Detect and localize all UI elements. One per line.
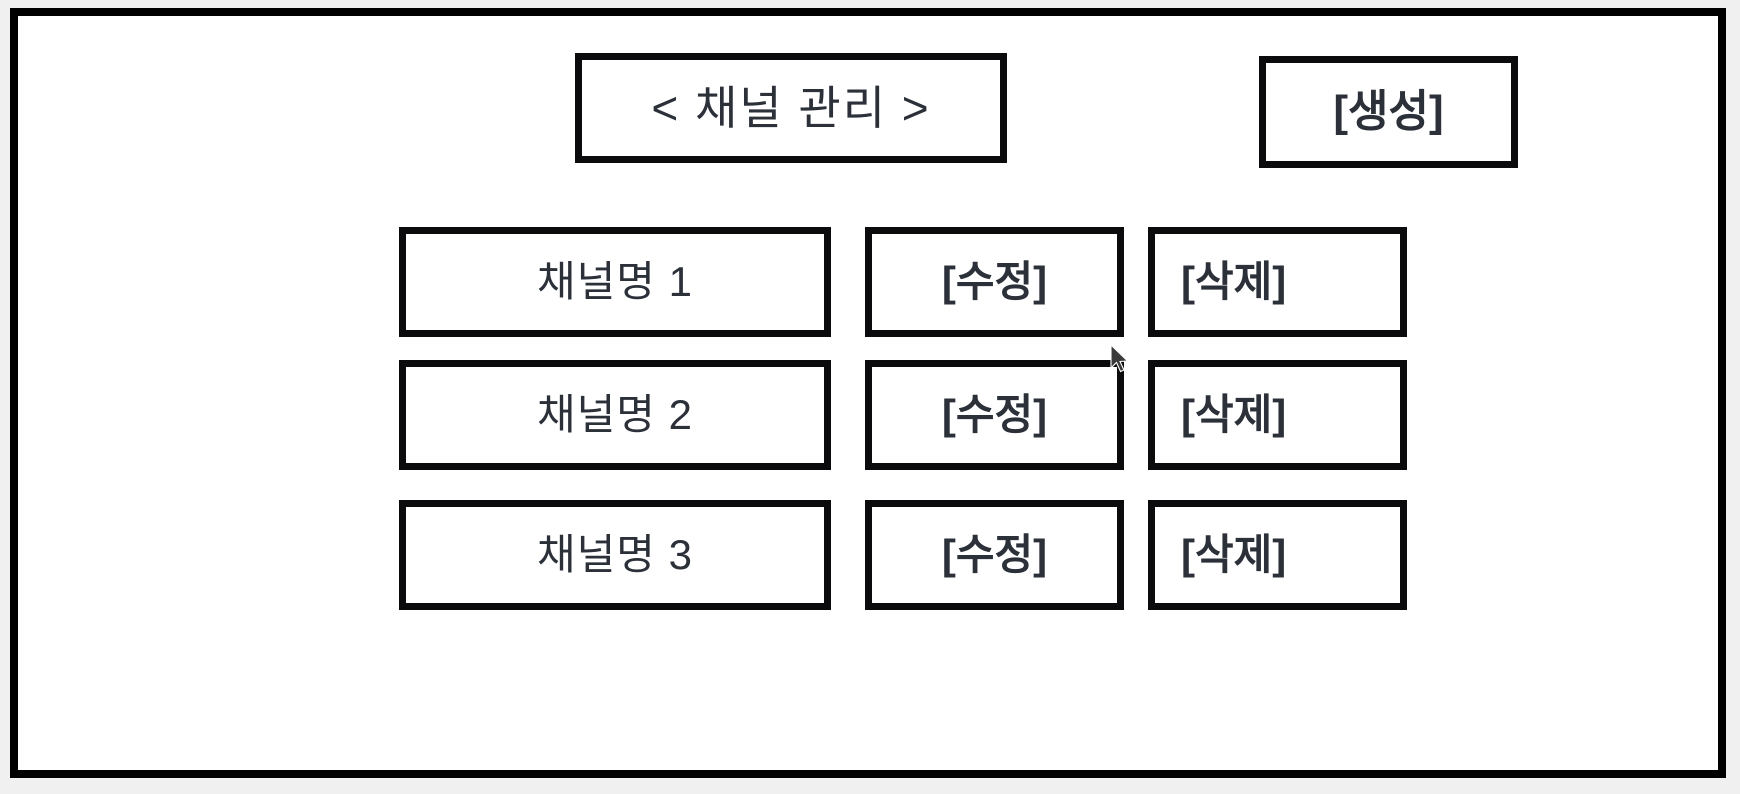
channel-list-row: 채널명 3 [수정] [삭제] [18,500,1718,610]
channel-list-row: 채널명 2 [수정] [삭제] [18,360,1718,470]
edit-channel-button[interactable]: [수정] [865,227,1124,337]
create-channel-button[interactable]: [생성] [1259,56,1518,168]
channel-name-field[interactable]: 채널명 3 [399,500,831,610]
channel-list-row: 채널명 1 [수정] [삭제] [18,227,1718,337]
edit-channel-button[interactable]: [수정] [865,360,1124,470]
delete-channel-button[interactable]: [삭제] [1148,500,1407,610]
delete-channel-button[interactable]: [삭제] [1148,360,1407,470]
page-title: < 채널 관리 > [575,53,1007,163]
channel-name-field[interactable]: 채널명 1 [399,227,831,337]
channel-name-field[interactable]: 채널명 2 [399,360,831,470]
application-frame: < 채널 관리 > [생성] 채널명 1 [수정] [삭제] 채널명 2 [수정… [10,8,1726,778]
delete-channel-button[interactable]: [삭제] [1148,227,1407,337]
edit-channel-button[interactable]: [수정] [865,500,1124,610]
